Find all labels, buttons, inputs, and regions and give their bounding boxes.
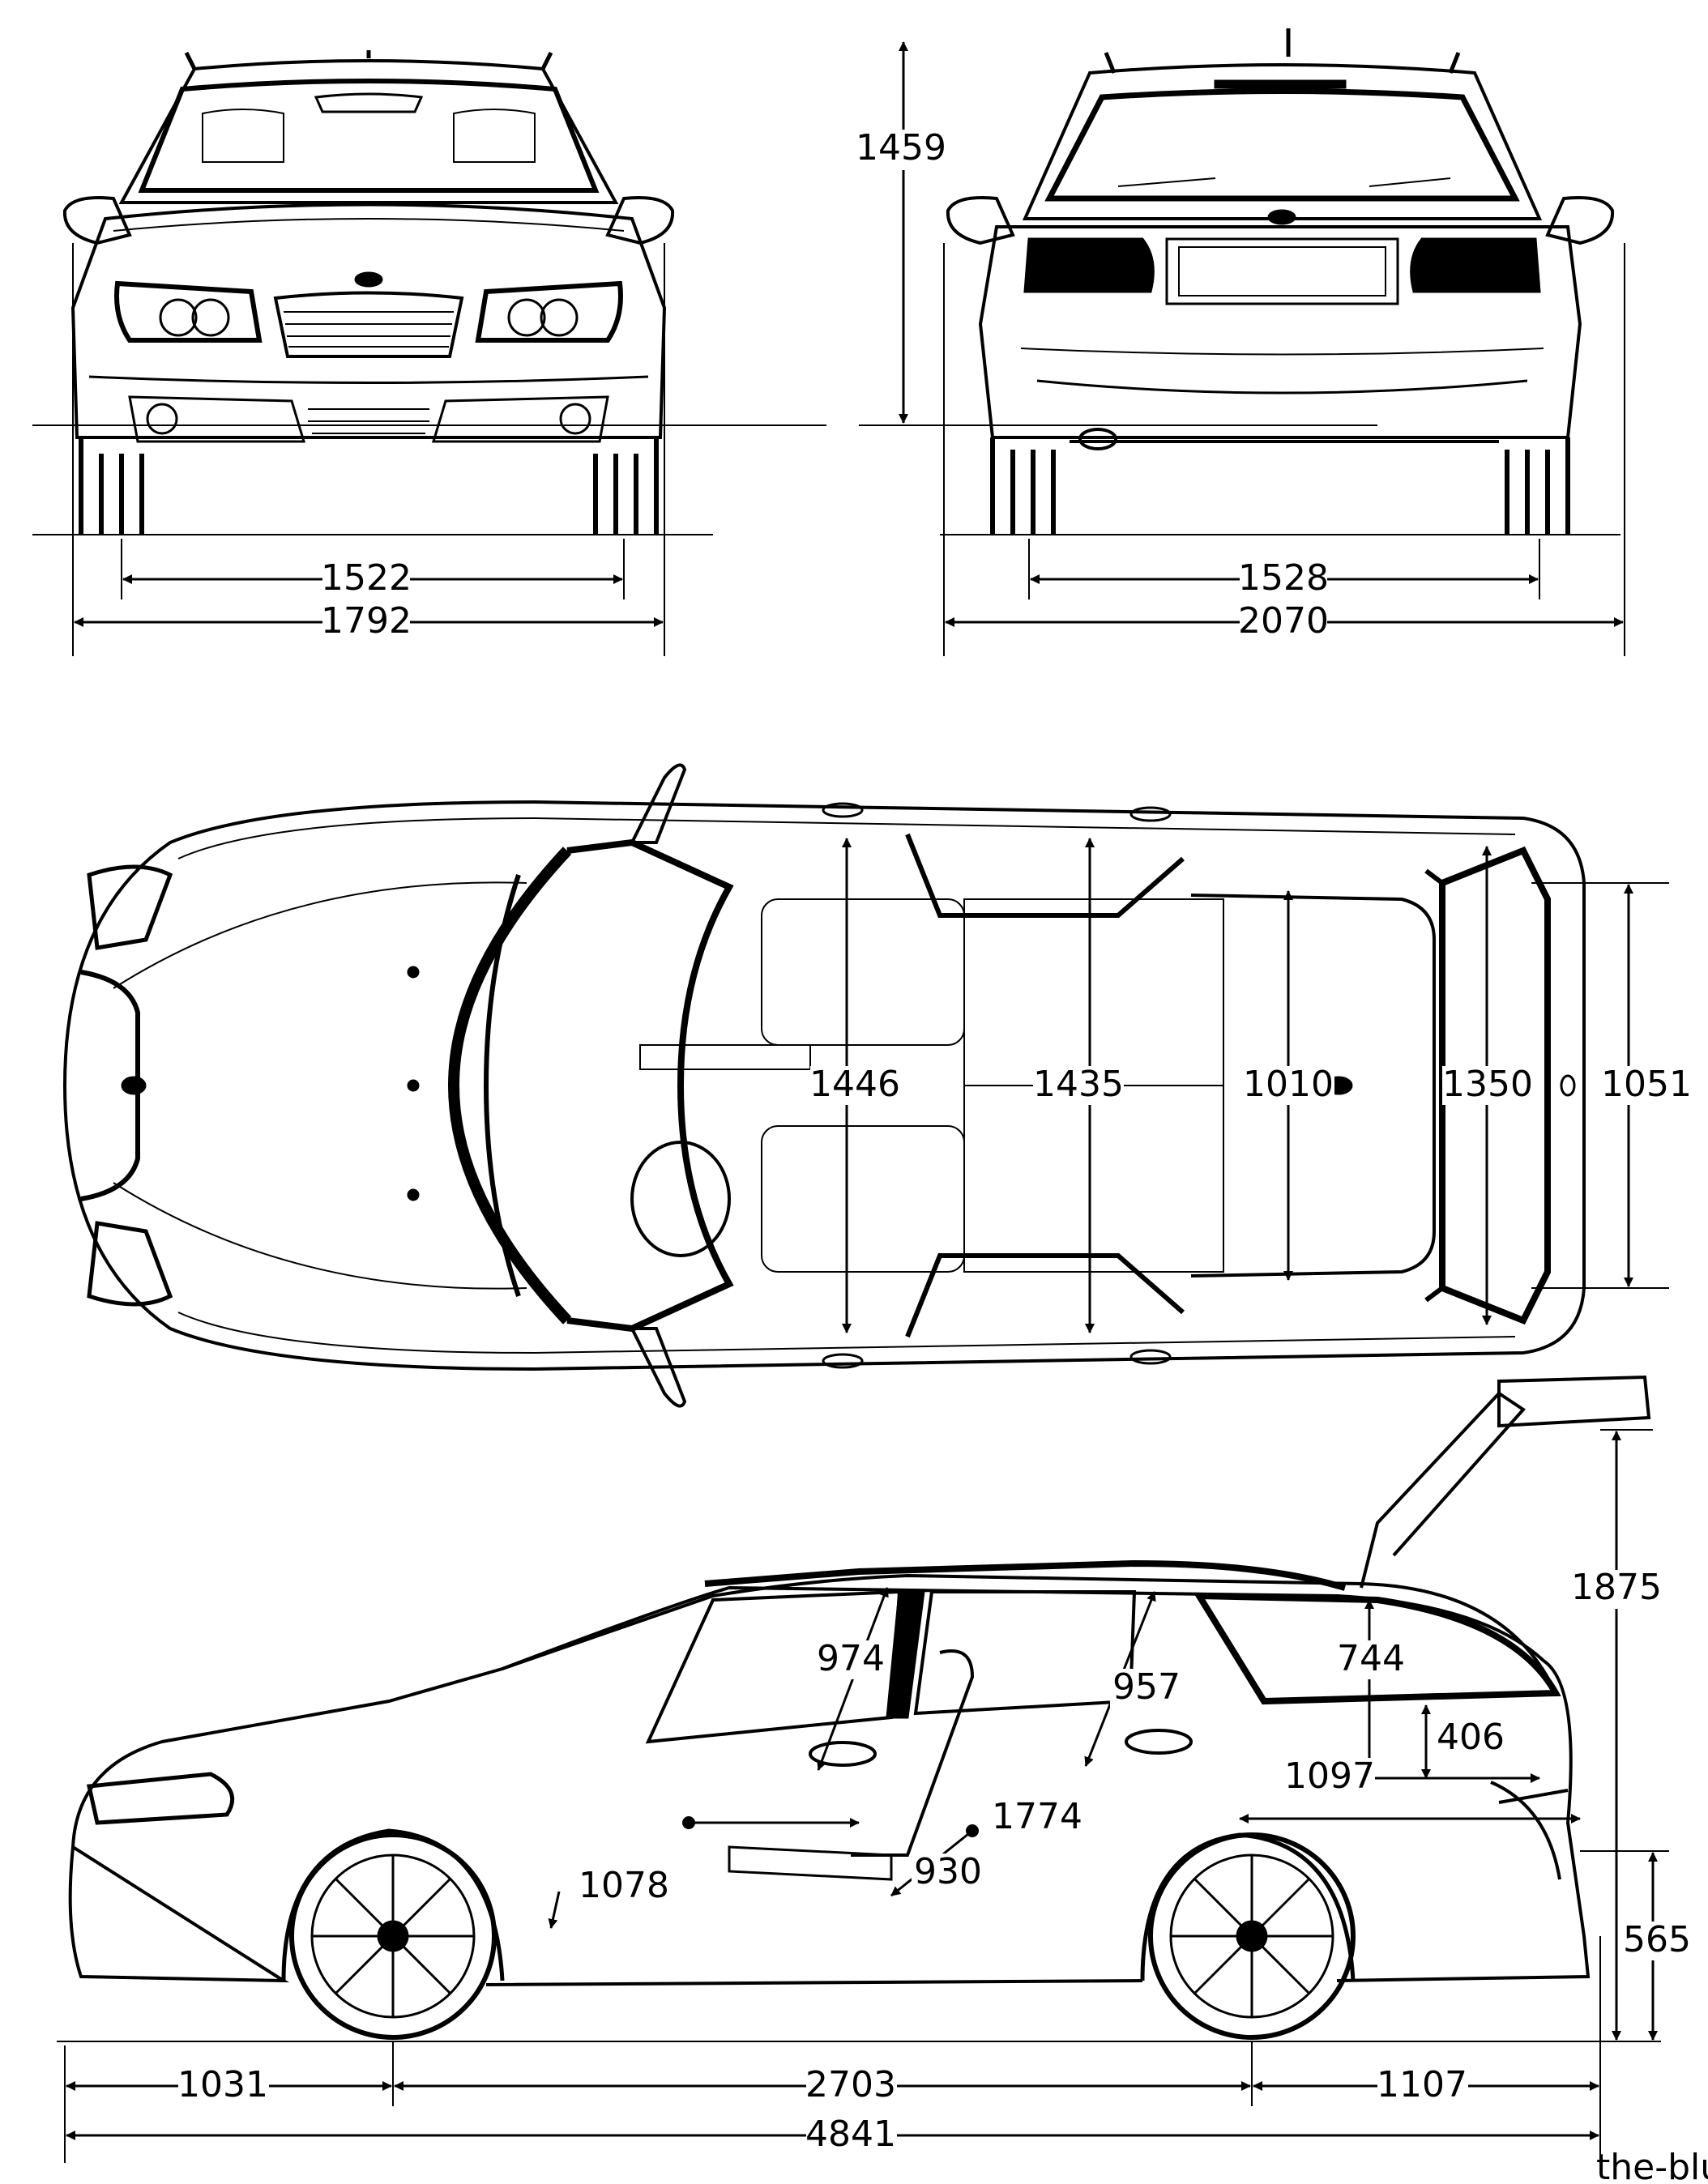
tailgate-opening-label: 1051 (1601, 1064, 1692, 1105)
front-headroom-label: 974 (817, 1638, 885, 1679)
front-legroom-label: 1078 (579, 1865, 669, 1906)
length-label: 4841 (805, 2114, 896, 2155)
side-view (57, 1375, 1669, 2163)
sill-height-label: 565 (1623, 1919, 1691, 1960)
rear-legroom-label: 930 (914, 1851, 982, 1892)
cargo-width-min-label: 1010 (1243, 1064, 1334, 1105)
front-track-label: 1522 (321, 557, 412, 599)
front-view (32, 50, 826, 656)
dimension-dots (682, 1816, 979, 1837)
cargo-opening-height-label: 406 (1437, 1717, 1505, 1758)
watermark: the-blueprints.com (1596, 2147, 1708, 2184)
cargo-width-max-label: 1350 (1442, 1064, 1533, 1105)
dimension-labels: 1522 1792 1459 1528 2070 1446 1435 1010 … (177, 127, 1693, 2155)
front-shoulder-label: 1446 (809, 1064, 900, 1105)
rear-track-label: 1528 (1238, 557, 1329, 599)
cargo-length-label: 1097 (1284, 1755, 1375, 1797)
cargo-height-label: 744 (1337, 1638, 1405, 1679)
tailgate-height-label: 1875 (1571, 1567, 1662, 1608)
rear-width-label: 2070 (1238, 600, 1329, 642)
rear-headroom-label: 957 (1112, 1666, 1181, 1708)
wheelbase-label: 2703 (805, 2064, 896, 2105)
rear-view (859, 28, 1625, 656)
rear-overhang-label: 1107 (1377, 2064, 1467, 2105)
cargo-length-folded-label: 1774 (992, 1796, 1082, 1837)
front-width-label: 1792 (321, 600, 412, 642)
height-label: 1459 (856, 127, 946, 168)
front-overhang-label: 1031 (177, 2064, 268, 2105)
rear-shoulder-label: 1435 (1033, 1064, 1124, 1105)
